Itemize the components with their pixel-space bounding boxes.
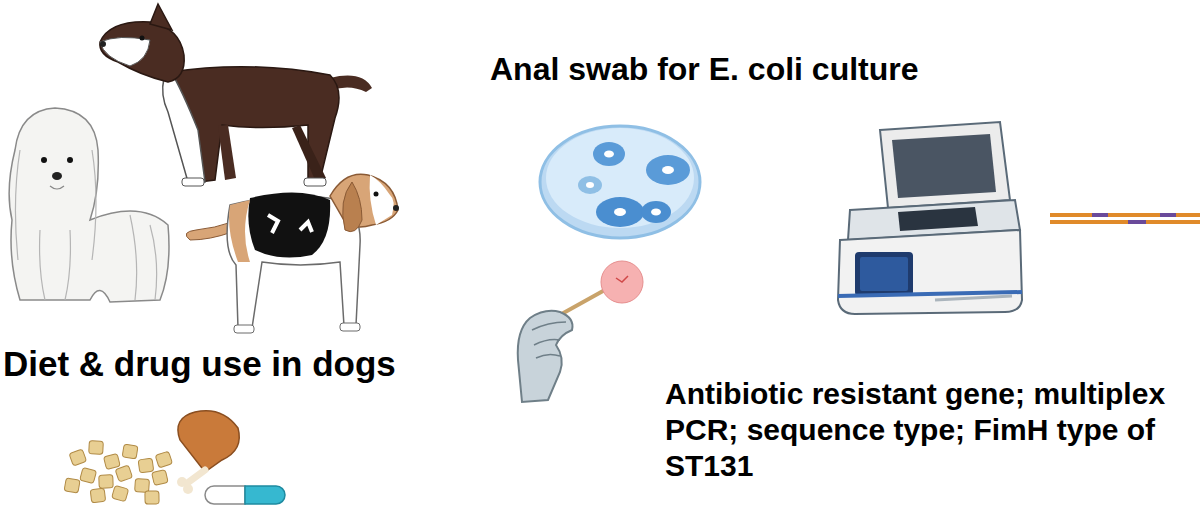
swab-hand xyxy=(518,261,643,402)
dog-food-kibble xyxy=(135,479,150,493)
petri-dish xyxy=(604,151,614,158)
pcr-thermocycler xyxy=(838,230,1022,314)
bull-terrier-dog xyxy=(182,178,204,186)
dna-amplicon xyxy=(1128,220,1146,224)
petri-dish xyxy=(596,197,644,227)
dna-amplicon xyxy=(1160,213,1176,217)
bull-terrier-dog xyxy=(100,22,184,82)
pcr-thermocycler xyxy=(880,122,1010,208)
dog-food-kibble xyxy=(90,488,105,503)
chicken-drumstick xyxy=(186,470,205,484)
step-heading: Anal swab for E. coli culture xyxy=(490,50,919,88)
dna-amplicon xyxy=(1092,213,1108,217)
dog-food-kibble xyxy=(80,467,97,483)
maltese-dog xyxy=(9,108,169,302)
dna-amplicon xyxy=(1050,213,1200,217)
dog-food-kibble xyxy=(64,441,172,504)
methods-list: Antibiotic resistant gene; multiplex PCR… xyxy=(665,376,1195,484)
swab-hand xyxy=(616,276,628,282)
maltese-dog xyxy=(15,150,156,300)
maltese-dog xyxy=(41,157,47,163)
pcr-thermocycler xyxy=(838,122,1022,314)
dog-food-kibble xyxy=(145,491,159,504)
bull-terrier-dog xyxy=(292,125,326,182)
dog-food-kibble xyxy=(64,478,80,493)
beagle-dog xyxy=(229,200,250,262)
chicken-drumstick xyxy=(177,411,239,494)
beagle-dog xyxy=(248,192,330,257)
swab-hand xyxy=(532,322,566,358)
petri-dish xyxy=(586,182,594,188)
dog-food-kibble xyxy=(122,444,138,459)
maltese-dog xyxy=(52,172,62,180)
petri-dish xyxy=(540,126,700,238)
beagle-dog xyxy=(186,222,232,240)
drug-capsule xyxy=(205,486,245,504)
dog-food-kibble xyxy=(104,454,121,470)
pcr-thermocycler xyxy=(855,252,913,296)
pcr-thermocycler xyxy=(838,292,1022,296)
petri-dish xyxy=(614,208,626,216)
beagle-dog xyxy=(340,323,360,331)
pcr-thermocycler xyxy=(860,257,908,291)
beagle-dog xyxy=(370,175,394,225)
beagle-dog xyxy=(374,192,379,197)
dog-food-kibble xyxy=(155,451,172,468)
bull-terrier-dog xyxy=(150,4,172,30)
pcr-thermocycler xyxy=(892,134,996,198)
dog-food-kibble xyxy=(99,475,113,488)
petri-dish xyxy=(546,128,694,228)
maltese-dog xyxy=(9,108,169,302)
dog-food-kibble xyxy=(69,449,87,466)
bull-terrier-dog xyxy=(304,178,326,186)
step-heading: Diet & drug use in dogs xyxy=(3,343,396,385)
bull-terrier-dog xyxy=(100,4,372,186)
bull-terrier-dog xyxy=(218,125,236,180)
drug-capsule xyxy=(205,486,285,504)
swab-hand xyxy=(601,261,643,303)
petri-dish xyxy=(578,176,602,194)
bull-terrier-dog xyxy=(100,41,106,47)
pcr-thermocycler xyxy=(935,296,1012,300)
beagle-dog xyxy=(268,215,312,233)
bull-terrier-dog xyxy=(140,36,145,41)
maltese-dog xyxy=(50,186,64,189)
beagle-dog xyxy=(234,325,254,333)
bull-terrier-dog xyxy=(163,70,205,182)
chicken-drumstick xyxy=(178,411,239,472)
dna-amplicon xyxy=(1050,220,1200,224)
bull-terrier-dog xyxy=(100,37,150,66)
beagle-dog xyxy=(330,174,398,227)
drug-capsule xyxy=(245,486,285,504)
petri-dish xyxy=(641,201,671,223)
dog-food-kibble xyxy=(152,470,169,486)
dog-food-kibble xyxy=(112,485,129,501)
dog-food-kibble xyxy=(138,458,154,473)
petri-dish xyxy=(662,166,674,174)
swab-hand xyxy=(518,311,573,402)
maltese-dog xyxy=(67,157,73,163)
beagle-dog xyxy=(393,205,399,211)
dna-amplicon xyxy=(1050,215,1200,222)
pcr-thermocycler xyxy=(898,207,978,231)
dog-food-kibble xyxy=(89,441,104,455)
chicken-drumstick xyxy=(183,484,193,494)
petri-dish xyxy=(593,142,625,166)
beagle-dog xyxy=(343,182,362,232)
beagle-dog xyxy=(186,174,399,333)
petri-dish xyxy=(540,126,700,238)
petri-dish xyxy=(646,155,690,185)
petri-dish xyxy=(651,209,661,216)
dog-food-kibble xyxy=(115,465,132,482)
